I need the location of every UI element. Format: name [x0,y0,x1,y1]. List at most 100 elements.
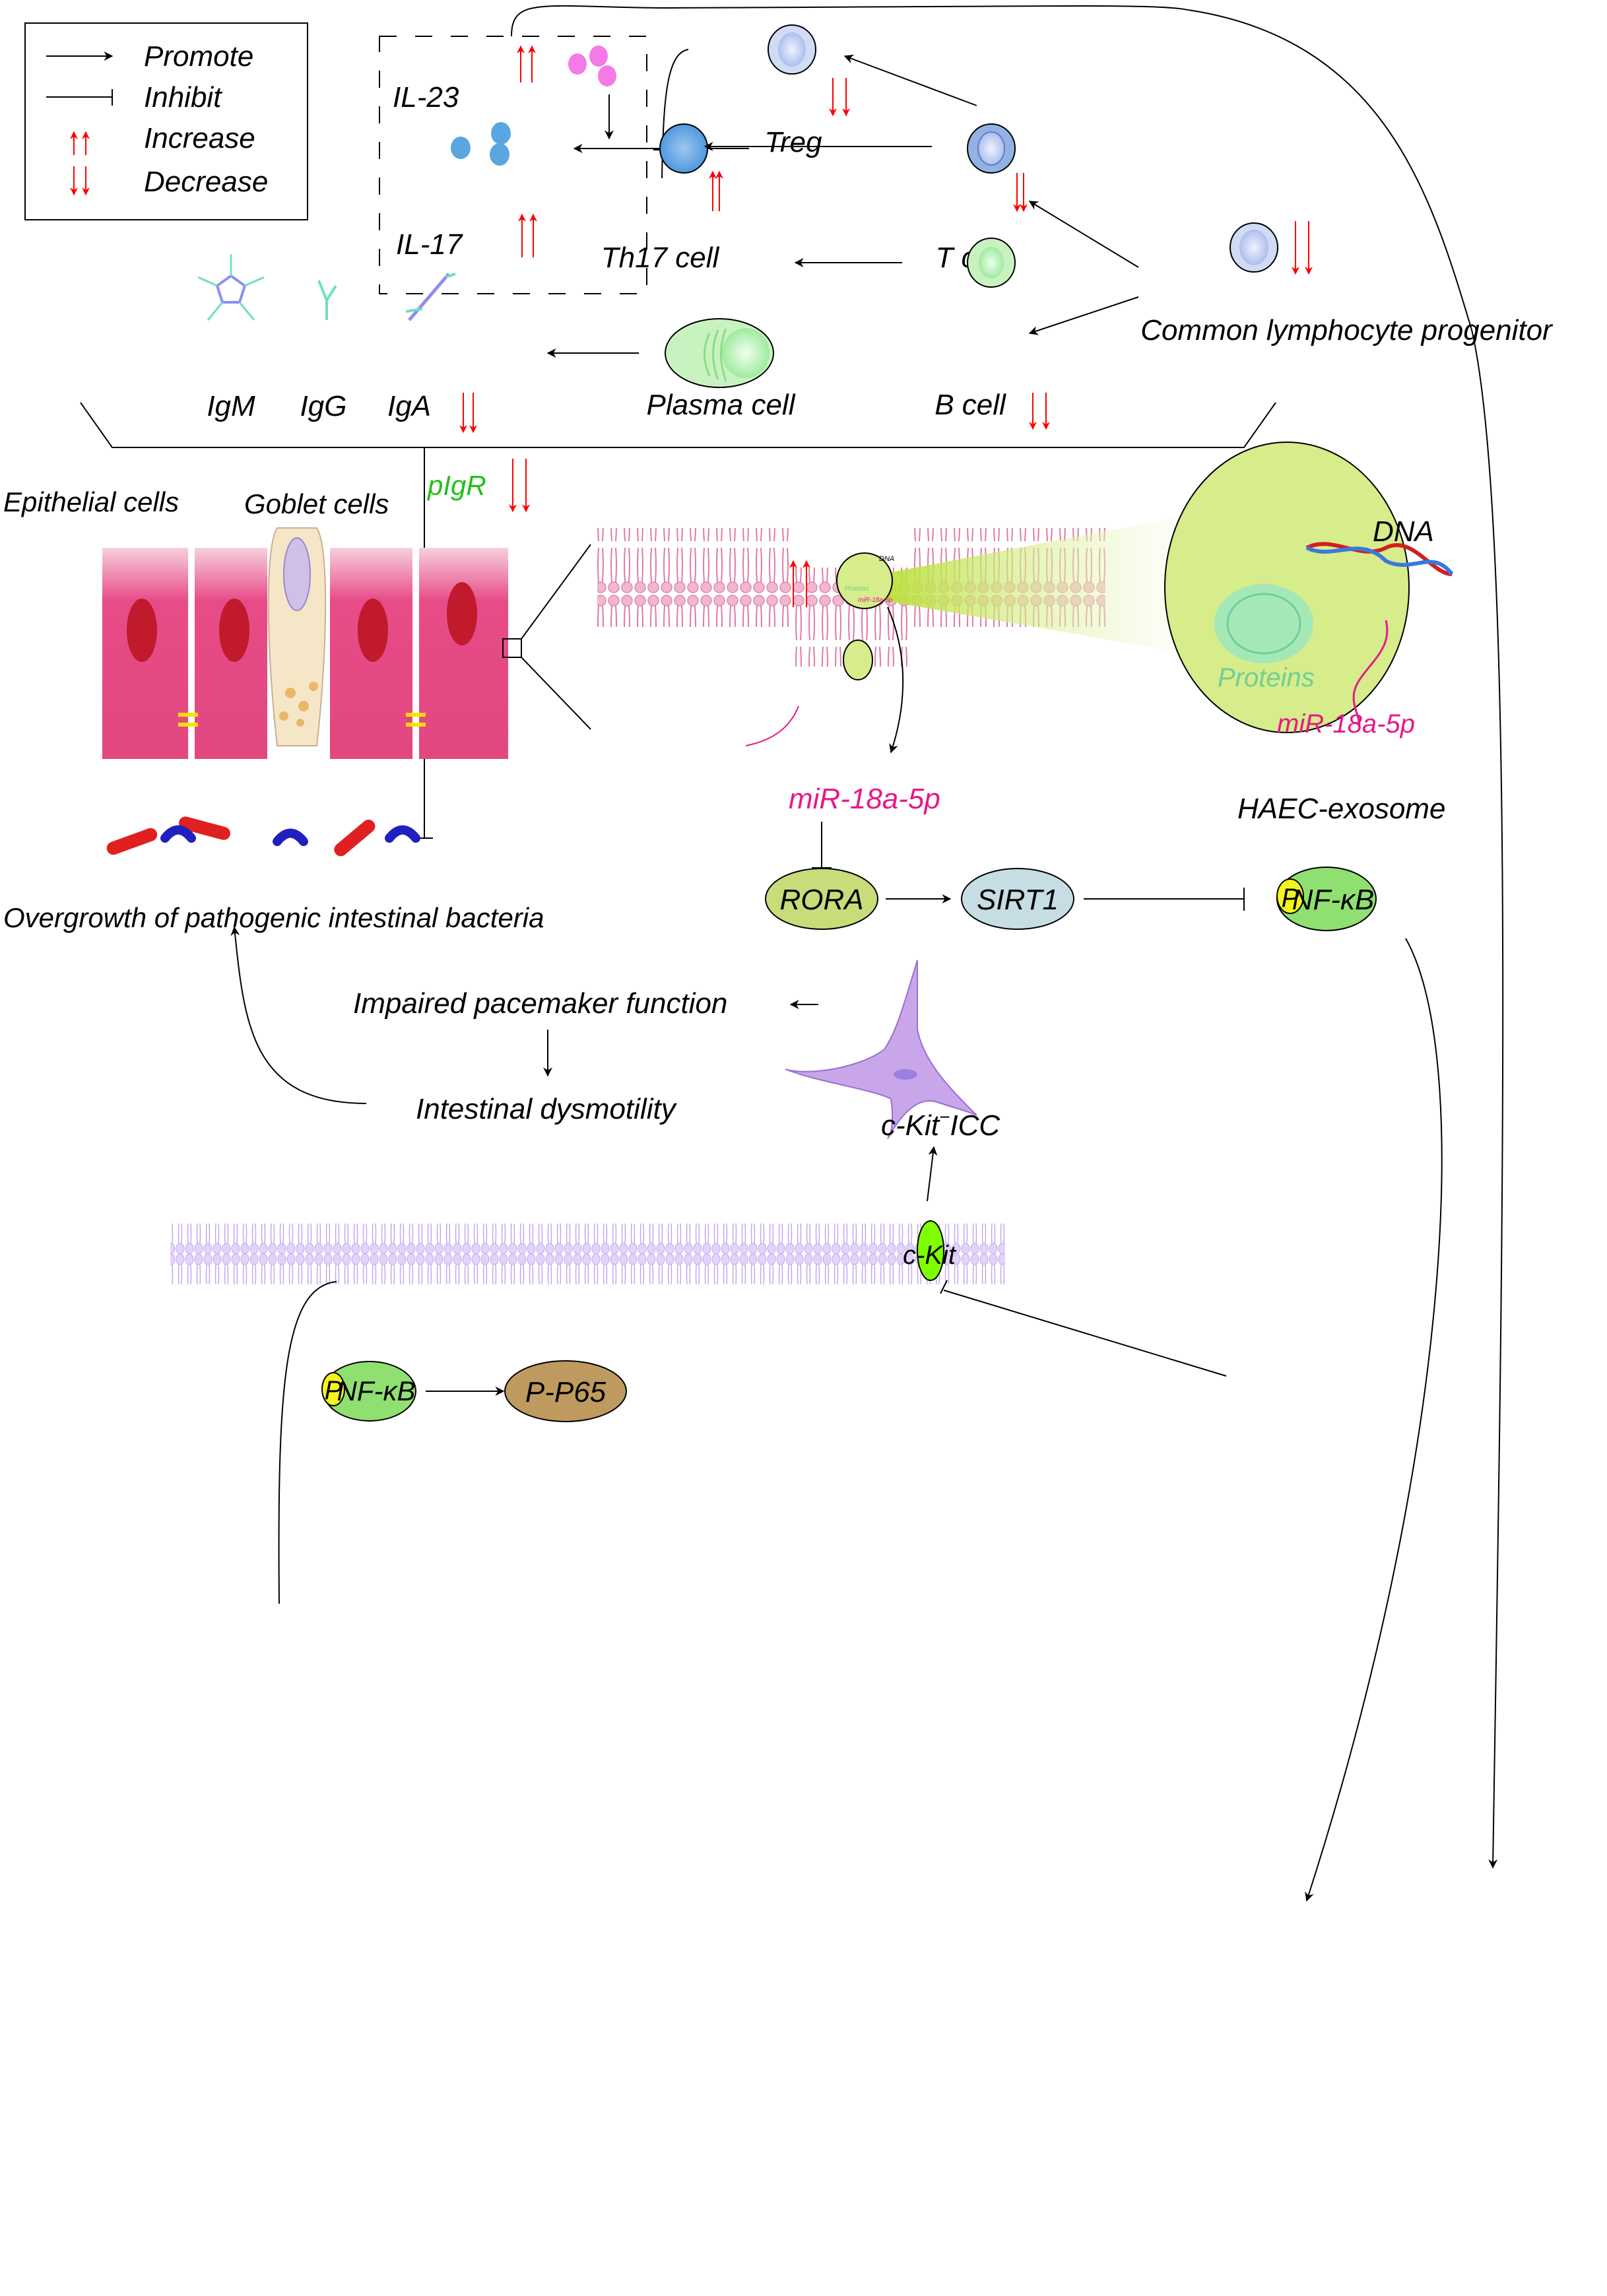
exosome-release-arrow [887,607,904,754]
ckit-neg-icc-cell [785,960,977,1139]
legend-label: Promote [144,40,253,73]
th17-cell [659,123,708,174]
rora-label: RORA [779,884,863,916]
dna-helix-icon [1305,542,1454,576]
dysmotility-label: Intestinal dysmotility [416,1093,678,1125]
legend-item-decrease: Decrease [70,166,268,198]
decrease-double-arrow-icon [509,459,530,513]
increase-double-arrow-icon [789,560,810,607]
nfkb2-node: P NF-κB [321,1361,416,1422]
exosome-caption: HAEC-exosome [1237,793,1445,825]
decrease-double-arrow-icon [459,393,477,434]
clp-cell [1230,222,1278,273]
treg-label: Treg [764,126,822,158]
exosome-proteins-label: Proteins [1218,663,1315,692]
tcell-to-treg-arrow [843,54,977,106]
phospho-label: P [325,1376,343,1405]
bacteria-cluster [106,816,420,857]
nfkb-label: NF-κB [1292,884,1375,916]
small-exosome-dna-label: DNA [879,555,894,563]
increase-double-arrow-icon [517,45,536,82]
igg-icon [317,280,337,320]
plasma-label: Plasma cell [647,389,796,421]
nfkb-to-inflammation-curve [1305,938,1443,1902]
p65-label: P-P65 [525,1376,607,1408]
ckit-receptor: c-Kit [903,1220,957,1281]
clp-label: Common lymphocyte progenitor [1140,314,1554,346]
ckit-neg-icc-label: c-Kit−ICC [881,1107,1000,1142]
epithelium-layer [102,527,508,759]
nfkb2-label: NF-κB [337,1375,416,1406]
immune-bracket [80,402,1276,448]
decrease-double-arrow-icon [829,78,850,117]
th17-label: Th17 cell [601,242,720,274]
igm-icon [197,254,265,321]
mirna-strand [745,705,799,746]
inhibit-bar-icon [46,89,113,106]
il23-label: IL-23 [393,81,459,114]
decrease-double-arrow-icon [1029,393,1050,430]
nfkb-node: P NF-κB [1276,867,1377,931]
epithelial-label: Epithelial cells [3,486,179,517]
plasma-cell [665,318,774,388]
iga-icon [405,273,456,321]
exosome-dna-label: DNA [1373,515,1434,548]
pacemaker-label: Impaired pacemaker function [353,987,727,1020]
small-exosome-mirna-label: miR-18a-5p [858,597,893,604]
b-cell [967,238,1016,288]
ckit-to-icc-neg-arrow [927,1146,938,1202]
inhibit-bar-icon [940,1280,948,1294]
ckit-label: c-Kit [903,1241,957,1270]
mir221-inhibit-ckit [943,1290,1227,1377]
goblet-cell [267,527,327,746]
legend-item-promote: Promote [46,40,253,73]
dysmotility-to-bacteria-curve [230,926,367,1104]
released-mirna-label: miR-18a-5p [789,783,940,815]
legend-item-inhibit: Inhibit [46,81,222,114]
zoom-box [502,638,522,658]
pigr-label: pIgR [426,470,486,501]
phospho-icon [1276,878,1304,914]
t-cell [967,123,1016,174]
exosome-beam [865,508,1224,660]
treg-cell [768,24,816,75]
clp-to-bcell-arrow [1028,296,1139,335]
goblet-label: Goblet cells [244,488,389,519]
bcell-label: B cell [935,389,1006,421]
legend: Promote Inhibit Increase Decrease [24,22,308,220]
decrease-double-arrow-icon [70,166,90,196]
proteins-blob-icon [1214,584,1313,663]
igg-label: IgG [300,390,347,422]
il17-label: IL-17 [396,228,463,261]
p65-node: P-P65 [504,1360,627,1422]
decrease-double-arrow-icon [1292,221,1313,275]
membrane-to-icc-curve [278,1281,337,1604]
phospho-icon [321,1372,345,1406]
il17-molecules-icon [451,122,511,166]
small-exosome: DNA Proteins miR-18a-5p [836,552,894,609]
increase-double-arrow-icon [70,131,90,155]
legend-label: Decrease [144,166,268,198]
exosome-mirna-label: miR-18a-5p [1277,709,1415,738]
il23-to-inflammation-curve [511,5,1504,1869]
cytokine-box: IL-23 IL-17 [379,36,647,294]
small-exosome-proteins-label: Proteins [845,585,869,593]
clp-to-tcell-arrow [1028,201,1139,268]
rora-node: RORA [765,868,878,930]
purple-membrane [170,1221,1005,1287]
increase-double-arrow-icon [709,170,723,211]
decrease-double-arrow-icon [1013,173,1028,213]
il23-molecules-icon [568,46,616,86]
legend-label: Increase [144,122,255,154]
legend-item-increase: Increase [70,122,255,155]
igm-label: IgM [207,390,255,422]
sirt1-node: SIRT1 [961,868,1074,930]
phospho-label: P [1282,884,1299,913]
bacteria-label: Overgrowth of pathogenic intestinal bact… [3,902,544,933]
legend-label: Inhibit [144,81,222,114]
increase-double-arrow-icon [518,213,537,257]
large-exosome: DNA Proteins miR-18a-5p [1164,442,1454,738]
iga-label: IgA [387,390,431,422]
sirt1-label: SIRT1 [977,884,1059,916]
